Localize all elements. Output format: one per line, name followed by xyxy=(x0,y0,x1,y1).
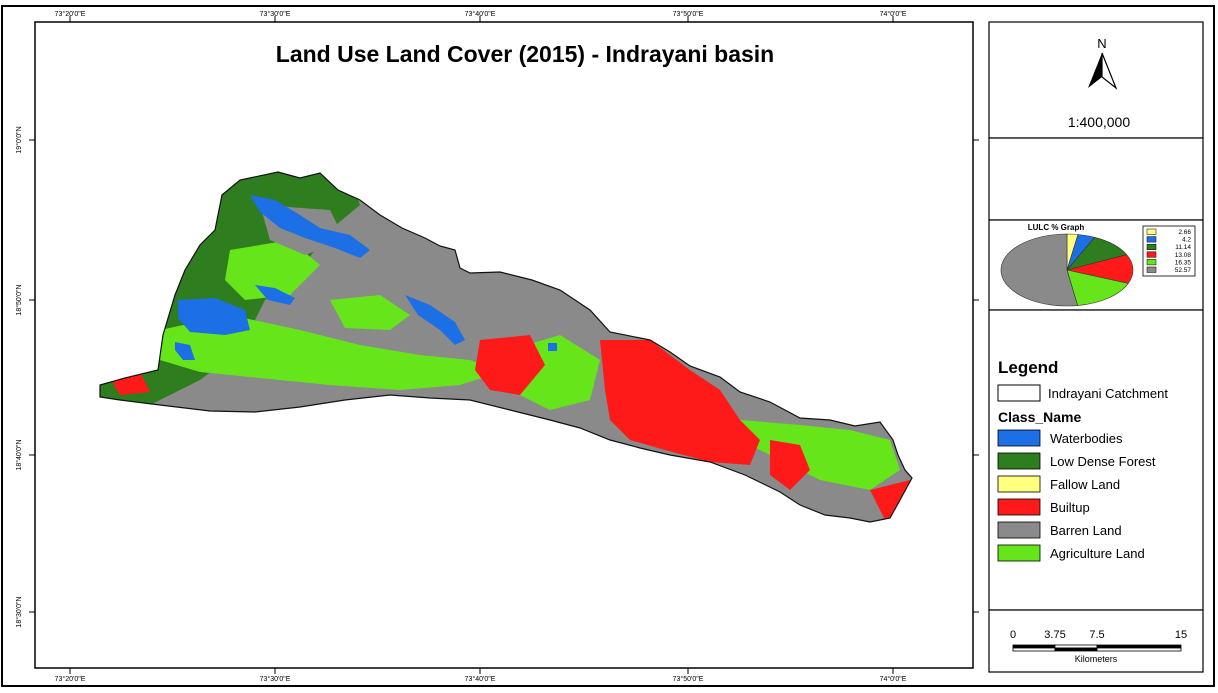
scalebar-segment-upper-1 xyxy=(1012,644,1056,649)
scalebar-box xyxy=(988,609,1204,673)
lon-label-top-2: 73°30'0"E xyxy=(260,10,291,18)
pie-legend-value-6: 52.57 xyxy=(1175,267,1192,274)
pie-slice-6 xyxy=(1000,233,1079,307)
scale-ratio: 1:400,000 xyxy=(1068,114,1130,130)
legend-swatch-5 xyxy=(997,521,1041,539)
legend-title: Legend xyxy=(998,358,1058,377)
class-name-title: Class_Name xyxy=(998,409,1081,425)
waterbody-channel xyxy=(405,295,465,345)
agriculture-area-west xyxy=(160,315,500,390)
pie-legend-value-5: 16.35 xyxy=(1175,259,1192,266)
legend-label-2: Low Dense Forest xyxy=(1050,454,1156,469)
legend-swatch-2 xyxy=(997,452,1041,470)
waterbody-pond xyxy=(548,343,557,351)
legend-swatch-4 xyxy=(997,498,1041,516)
scalebar-segment-lower-3 xyxy=(1096,647,1182,652)
lat-label-2: 18°50'0"N xyxy=(15,284,23,315)
latitude-tick-marks xyxy=(29,139,979,613)
catchment-boundary xyxy=(99,171,913,523)
lulc-graph-title: LULC % Graph xyxy=(1028,223,1085,232)
lon-label-top-1: 73°20'0"E xyxy=(55,10,86,18)
builtup-area-pune xyxy=(600,340,760,465)
lon-label-top-3: 73°40'0"E xyxy=(465,10,496,18)
waterbody-reservoir-west xyxy=(178,298,250,335)
north-arrow-icon-outline xyxy=(1101,52,1118,90)
waterbody-reservoir-north xyxy=(250,195,370,258)
scalebar-segment-lower-2 xyxy=(1054,647,1098,652)
north-arrow-icon xyxy=(1088,53,1102,88)
legend-label-3: Fallow Land xyxy=(1050,477,1120,492)
legend-label-5: Barren Land xyxy=(1050,523,1122,538)
side-panel: N 1:400,000 LULC % Graph 2.664.211.1413.… xyxy=(988,21,1204,673)
blank-box xyxy=(988,137,1204,221)
lat-label-1: 19°0'0"N xyxy=(15,126,23,153)
pie-legend-value-2: 4.2 xyxy=(1182,237,1191,244)
pie-legend-swatch-3 xyxy=(1146,243,1157,250)
scalebar-segment-lower-1 xyxy=(1012,647,1056,652)
scalebar-segment-upper-2 xyxy=(1054,644,1098,649)
scalebar-tick-4: 15 xyxy=(1175,629,1187,641)
catchment-swatch xyxy=(997,384,1041,402)
north-label: N xyxy=(1097,36,1106,51)
pie-legend-value-1: 2.66 xyxy=(1178,229,1191,236)
legend-label-1: Waterbodies xyxy=(1050,431,1123,446)
legend-label-4: Builtup xyxy=(1050,500,1090,515)
pie-legend-swatch-6 xyxy=(1146,266,1157,273)
pie-slice-5 xyxy=(1066,269,1129,306)
scalebar-segment-upper-3 xyxy=(1096,644,1182,649)
pie-slice-4 xyxy=(1066,254,1134,284)
pie-legend-swatch-1 xyxy=(1146,228,1157,235)
builtup-area-west xyxy=(475,335,545,395)
agriculture-area-east xyxy=(740,420,900,490)
legend-swatch-3 xyxy=(997,475,1041,493)
scalebar-tick-2: 3.75 xyxy=(1044,629,1065,641)
map-title: Land Use Land Cover (2015) - Indrayani b… xyxy=(276,41,774,67)
pie-legend-value-3: 11.14 xyxy=(1175,244,1191,251)
pie-legend-swatch-5 xyxy=(1146,259,1157,266)
waterbody-small-north xyxy=(255,285,295,305)
scalebar-tick-1: 0 xyxy=(1010,629,1016,641)
lon-label-bottom-5: 74°0'0"E xyxy=(880,675,907,683)
pie-legend-swatch-4 xyxy=(1146,251,1157,258)
longitude-tick-marks xyxy=(69,16,894,674)
builtup-area-east xyxy=(770,440,810,490)
lat-label-4: 18°30'0"N xyxy=(15,596,23,627)
agriculture-area-mid xyxy=(330,295,410,330)
lon-label-bottom-2: 73°30'0"E xyxy=(260,675,291,683)
lon-label-bottom-1: 73°20'0"E xyxy=(55,675,86,683)
lulc-pie-chart xyxy=(1000,233,1134,307)
scale-bar: 0 3.75 7.5 15 xyxy=(1010,629,1187,652)
legend-label-6: Agriculture Land xyxy=(1050,546,1145,561)
lon-label-top-5: 74°0'0"E xyxy=(880,10,907,18)
pie-legend-value-4: 13.08 xyxy=(1175,252,1192,259)
lat-label-3: 18°40'0"N xyxy=(15,439,23,470)
waterbody-small-west xyxy=(175,342,195,360)
lon-label-top-4: 73°50'0"E xyxy=(673,10,704,18)
lon-label-bottom-4: 73°50'0"E xyxy=(673,675,704,683)
catchment-label: Indrayani Catchment xyxy=(1048,386,1168,401)
scalebar-unit: Kilometers xyxy=(1075,654,1118,664)
agriculture-area-north xyxy=(225,240,320,300)
scalebar-tick-3: 7.5 xyxy=(1089,629,1104,641)
legend-swatch-6 xyxy=(997,544,1041,562)
legend-swatch-1 xyxy=(997,429,1041,447)
lon-label-bottom-3: 73°40'0"E xyxy=(465,675,496,683)
pie-legend-swatch-2 xyxy=(1146,236,1157,243)
